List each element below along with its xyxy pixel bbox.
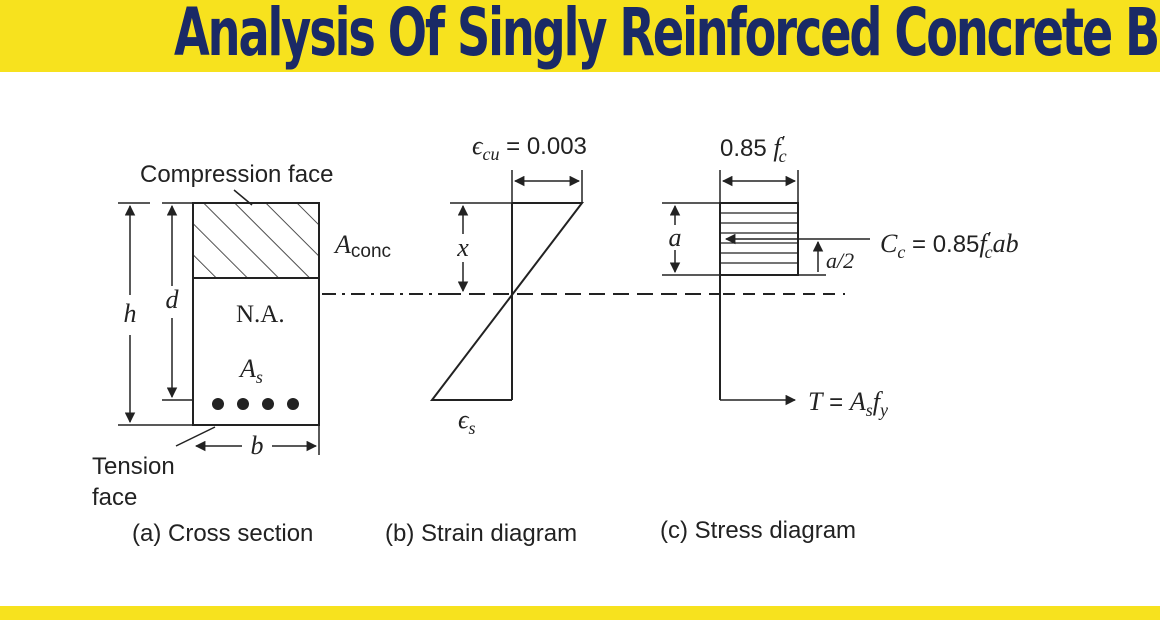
compression-face-label: Compression face bbox=[140, 161, 333, 188]
b-label: b bbox=[251, 431, 264, 460]
tension-face-label-line2: face bbox=[92, 484, 137, 511]
neutral-axis-label: N.A. bbox=[236, 301, 285, 328]
caption-cross-section: (a) Cross section bbox=[132, 520, 313, 547]
a-half-label: a/2 bbox=[826, 248, 854, 273]
d-label: d bbox=[166, 285, 180, 314]
fc-label: 0.85 f′c bbox=[720, 132, 787, 166]
a-conc-label: Aconc bbox=[333, 230, 391, 262]
ecu-label: ϵcu = 0.003 bbox=[472, 131, 587, 164]
tension-face-leader bbox=[175, 426, 216, 447]
strain-profile bbox=[429, 202, 585, 401]
as-label: As bbox=[238, 354, 263, 387]
strain-diagram: ϵcu = 0.003 x ϵs bbox=[429, 131, 587, 438]
title-banner: Analysis Of Singly Reinforced Concrete B… bbox=[0, 0, 1160, 72]
rebar-dot bbox=[237, 398, 249, 410]
rebar-dot bbox=[212, 398, 224, 410]
tension-face-label-line1: Tension bbox=[92, 453, 175, 480]
t-equation: T = Asfy bbox=[808, 387, 888, 420]
es-label: ϵs bbox=[458, 405, 476, 438]
compression-face-leader bbox=[233, 189, 253, 206]
cross-section: h d Compression face Aconc N.A. As b Ten… bbox=[92, 161, 391, 511]
cc-equation: Cc = 0.85f′cab bbox=[880, 228, 1019, 262]
rebar-dot bbox=[262, 398, 274, 410]
a-label: a bbox=[669, 223, 682, 252]
reinforcing-bars bbox=[212, 398, 299, 410]
h-label: h bbox=[124, 299, 137, 328]
stress-diagram: 0.85 f′c a a/2 Cc = 0.85f′cab T = Asfy bbox=[662, 132, 1019, 420]
x-label: x bbox=[456, 233, 469, 262]
compression-zone-hatch bbox=[192, 202, 320, 279]
caption-strain-diagram: (b) Strain diagram bbox=[385, 520, 577, 547]
caption-stress-diagram: (c) Stress diagram bbox=[660, 517, 856, 544]
rebar-dot bbox=[287, 398, 299, 410]
bottom-banner bbox=[0, 606, 1160, 620]
